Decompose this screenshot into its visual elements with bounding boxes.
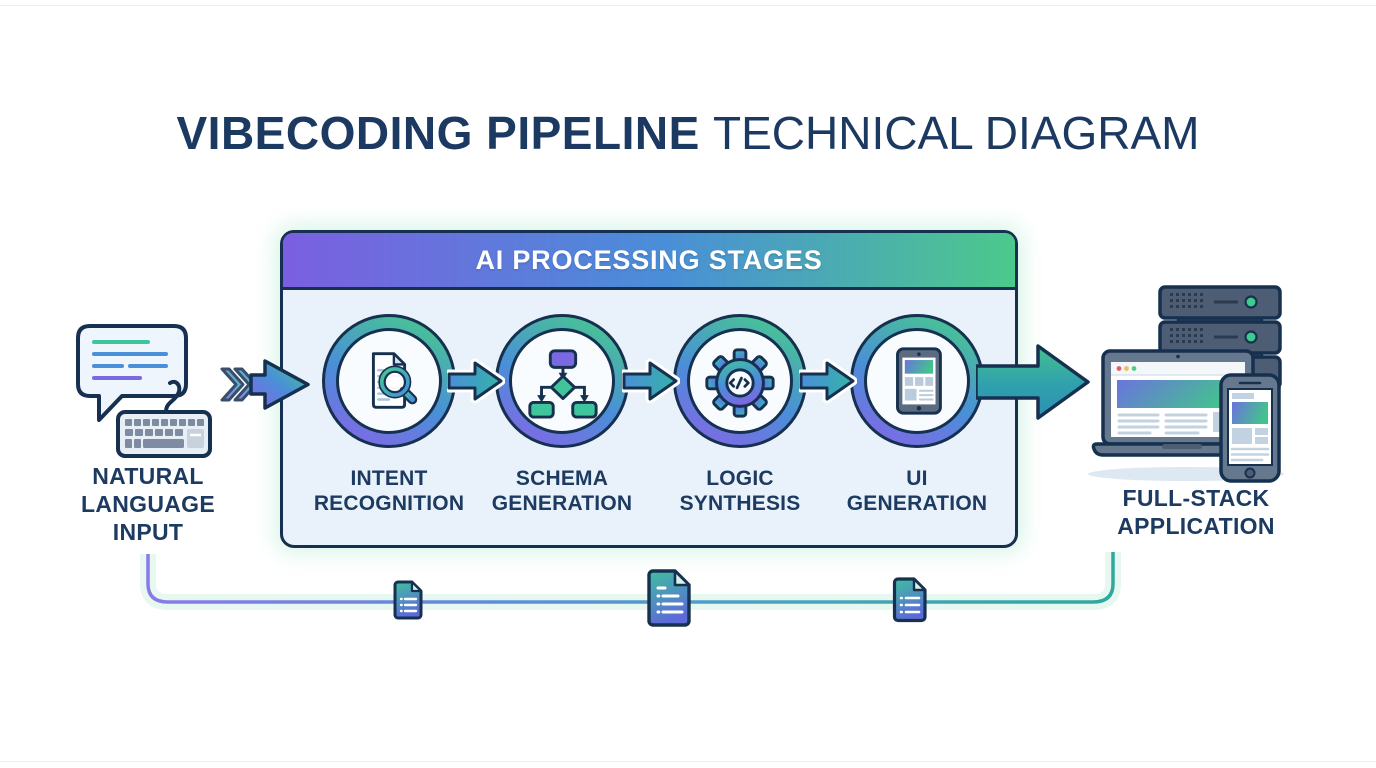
stage-circle-inner (336, 328, 442, 434)
stage-label-line: SYNTHESIS (679, 492, 801, 516)
document-icon (892, 577, 927, 623)
stage-label-logic-synthesis: LOGIC SYNTHESIS (645, 466, 835, 516)
page-title: VIBECODING PIPELINE TECHNICAL DIAGRAM (0, 106, 1376, 160)
stage-label-line: LOGIC (706, 467, 774, 490)
stage-label-schema-generation: SCHEMA GENERATION (467, 466, 657, 516)
title-bold: VIBECODING PIPELINE (176, 107, 700, 159)
stage-label-line: RECOGNITION (313, 492, 465, 516)
arrow-right-icon (249, 359, 310, 410)
keyboard-cable (164, 379, 182, 414)
smartphone-icon (1219, 373, 1281, 483)
stage-circle-logic-synthesis (673, 314, 807, 448)
input-label-line2: LANGUAGE (80, 491, 215, 518)
input-label: NATURAL LANGUAGE INPUT (58, 462, 238, 546)
ai-processing-header: AI PROCESSING STAGES (283, 233, 1015, 290)
bottom-hairline (0, 761, 1376, 762)
document-icon (647, 569, 691, 627)
title-regular: TECHNICAL DIAGRAM (713, 107, 1200, 159)
document-search-icon (371, 352, 418, 409)
code-slash-glyph (728, 376, 750, 390)
arrow-right-icon (622, 361, 678, 401)
stage-label-line: GENERATION (846, 492, 988, 516)
feedback-line-glow (140, 552, 1121, 610)
stage-connector-arrow (447, 358, 505, 404)
top-hairline (0, 5, 1376, 6)
stage-label-line: INTENT (350, 467, 428, 490)
keyboard-icon (116, 379, 212, 458)
feedback-line (140, 552, 1121, 627)
arrow-right-icon (976, 344, 1090, 420)
input-label-line3: INPUT (112, 519, 184, 546)
arrow-right-icon (447, 361, 503, 401)
stage-label-line: SCHEMA (515, 467, 609, 490)
output-label-line1: FULL-STACK (1122, 485, 1270, 511)
tablet-wireframe-icon (896, 347, 942, 415)
stage-circle-schema-generation (495, 314, 629, 448)
input-label-line1: NATURAL (92, 463, 204, 489)
output-arrow-icon (976, 344, 1090, 420)
chevron-icon (220, 367, 245, 402)
document-icon (393, 580, 423, 620)
stage-circle-inner (864, 328, 970, 434)
stage-circle-intent-recognition (322, 314, 456, 448)
gear-code-icon (705, 348, 775, 418)
stage-label-line: GENERATION (491, 492, 633, 516)
output-label-line2: APPLICATION (1117, 513, 1275, 540)
input-arrow-icon (220, 359, 310, 410)
flowchart-icon (528, 349, 598, 419)
chat-bubble-icon (76, 324, 188, 422)
stage-connector-arrow (799, 358, 857, 404)
natural-language-input-graphic (76, 324, 212, 458)
stage-circle-ui-generation (850, 314, 984, 448)
stage-label-ui-generation: UI GENERATION (822, 466, 1012, 516)
output-label: FULL-STACK APPLICATION (1096, 484, 1296, 540)
full-stack-application-graphic (1088, 285, 1284, 483)
stage-circle-inner (687, 328, 793, 434)
stage-connector-arrow (622, 358, 680, 404)
stage-label-intent-recognition: INTENT RECOGNITION (294, 466, 484, 516)
feedback-line-path (146, 552, 1115, 604)
stage-label-line: UI (906, 467, 928, 490)
stage-circle-inner (509, 328, 615, 434)
arrow-right-icon (799, 361, 855, 401)
